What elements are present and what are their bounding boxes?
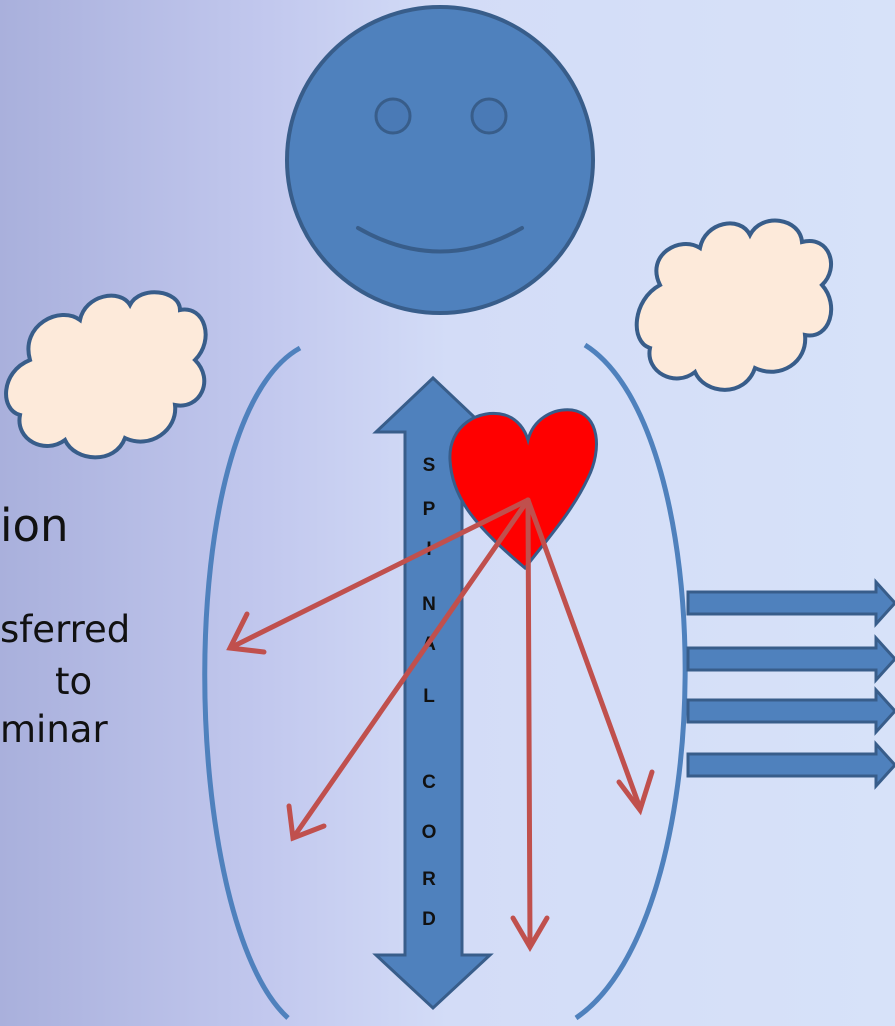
smiley-head-icon	[287, 7, 593, 313]
cord-letter: C	[422, 772, 436, 793]
cord-letter: N	[422, 594, 436, 615]
cord-letter: D	[422, 909, 436, 930]
red-arrow-right	[528, 500, 652, 810]
right-arrow-icon	[688, 638, 895, 680]
right-eye-icon	[472, 99, 506, 133]
left-eye-icon	[376, 99, 410, 133]
text-fragment-line1: ion	[0, 503, 69, 548]
right-arrow-icon	[688, 582, 895, 624]
cord-letter: R	[422, 869, 436, 890]
right-arrows	[688, 582, 895, 786]
right-arrow-icon	[688, 690, 895, 732]
cloud-left-icon	[6, 292, 206, 457]
cord-letter: O	[422, 822, 437, 843]
cord-letter: S	[423, 455, 436, 476]
text-fragment-line3: to	[55, 663, 92, 700]
text-fragment-line4: minar	[0, 711, 108, 748]
right-arrow-icon	[688, 744, 895, 786]
body-left-bracket	[205, 348, 300, 1018]
heart-icon	[450, 410, 597, 568]
cord-letter: P	[423, 499, 436, 520]
red-arrow-left	[230, 500, 528, 652]
cloud-right-icon	[637, 221, 831, 390]
text-fragment-line2: sferred	[0, 611, 130, 648]
red-arrow-down	[513, 500, 547, 947]
cord-letter: L	[423, 686, 435, 707]
